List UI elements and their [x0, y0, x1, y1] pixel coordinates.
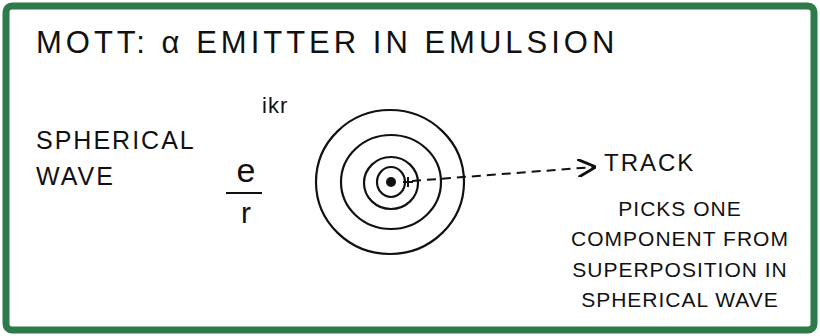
track-arrow [412, 167, 594, 181]
spherical-wave [316, 110, 464, 254]
plus-sign [403, 177, 413, 187]
formula-exponent: ikr [262, 94, 322, 118]
track-label: TRACK [604, 150, 724, 176]
note-text: PICKS ONE COMPONENT FROM SUPERPOSITION I… [560, 194, 800, 316]
note-text: SPHERICAL WAVE [36, 122, 186, 195]
fraction-bar [226, 192, 262, 194]
frame [6, 6, 814, 330]
title: MOTT: α EMITTER IN EMULSION [36, 26, 618, 60]
emitter-dot [386, 177, 396, 187]
formula-symbol: r [234, 196, 258, 229]
formula-symbol: e [234, 152, 258, 189]
